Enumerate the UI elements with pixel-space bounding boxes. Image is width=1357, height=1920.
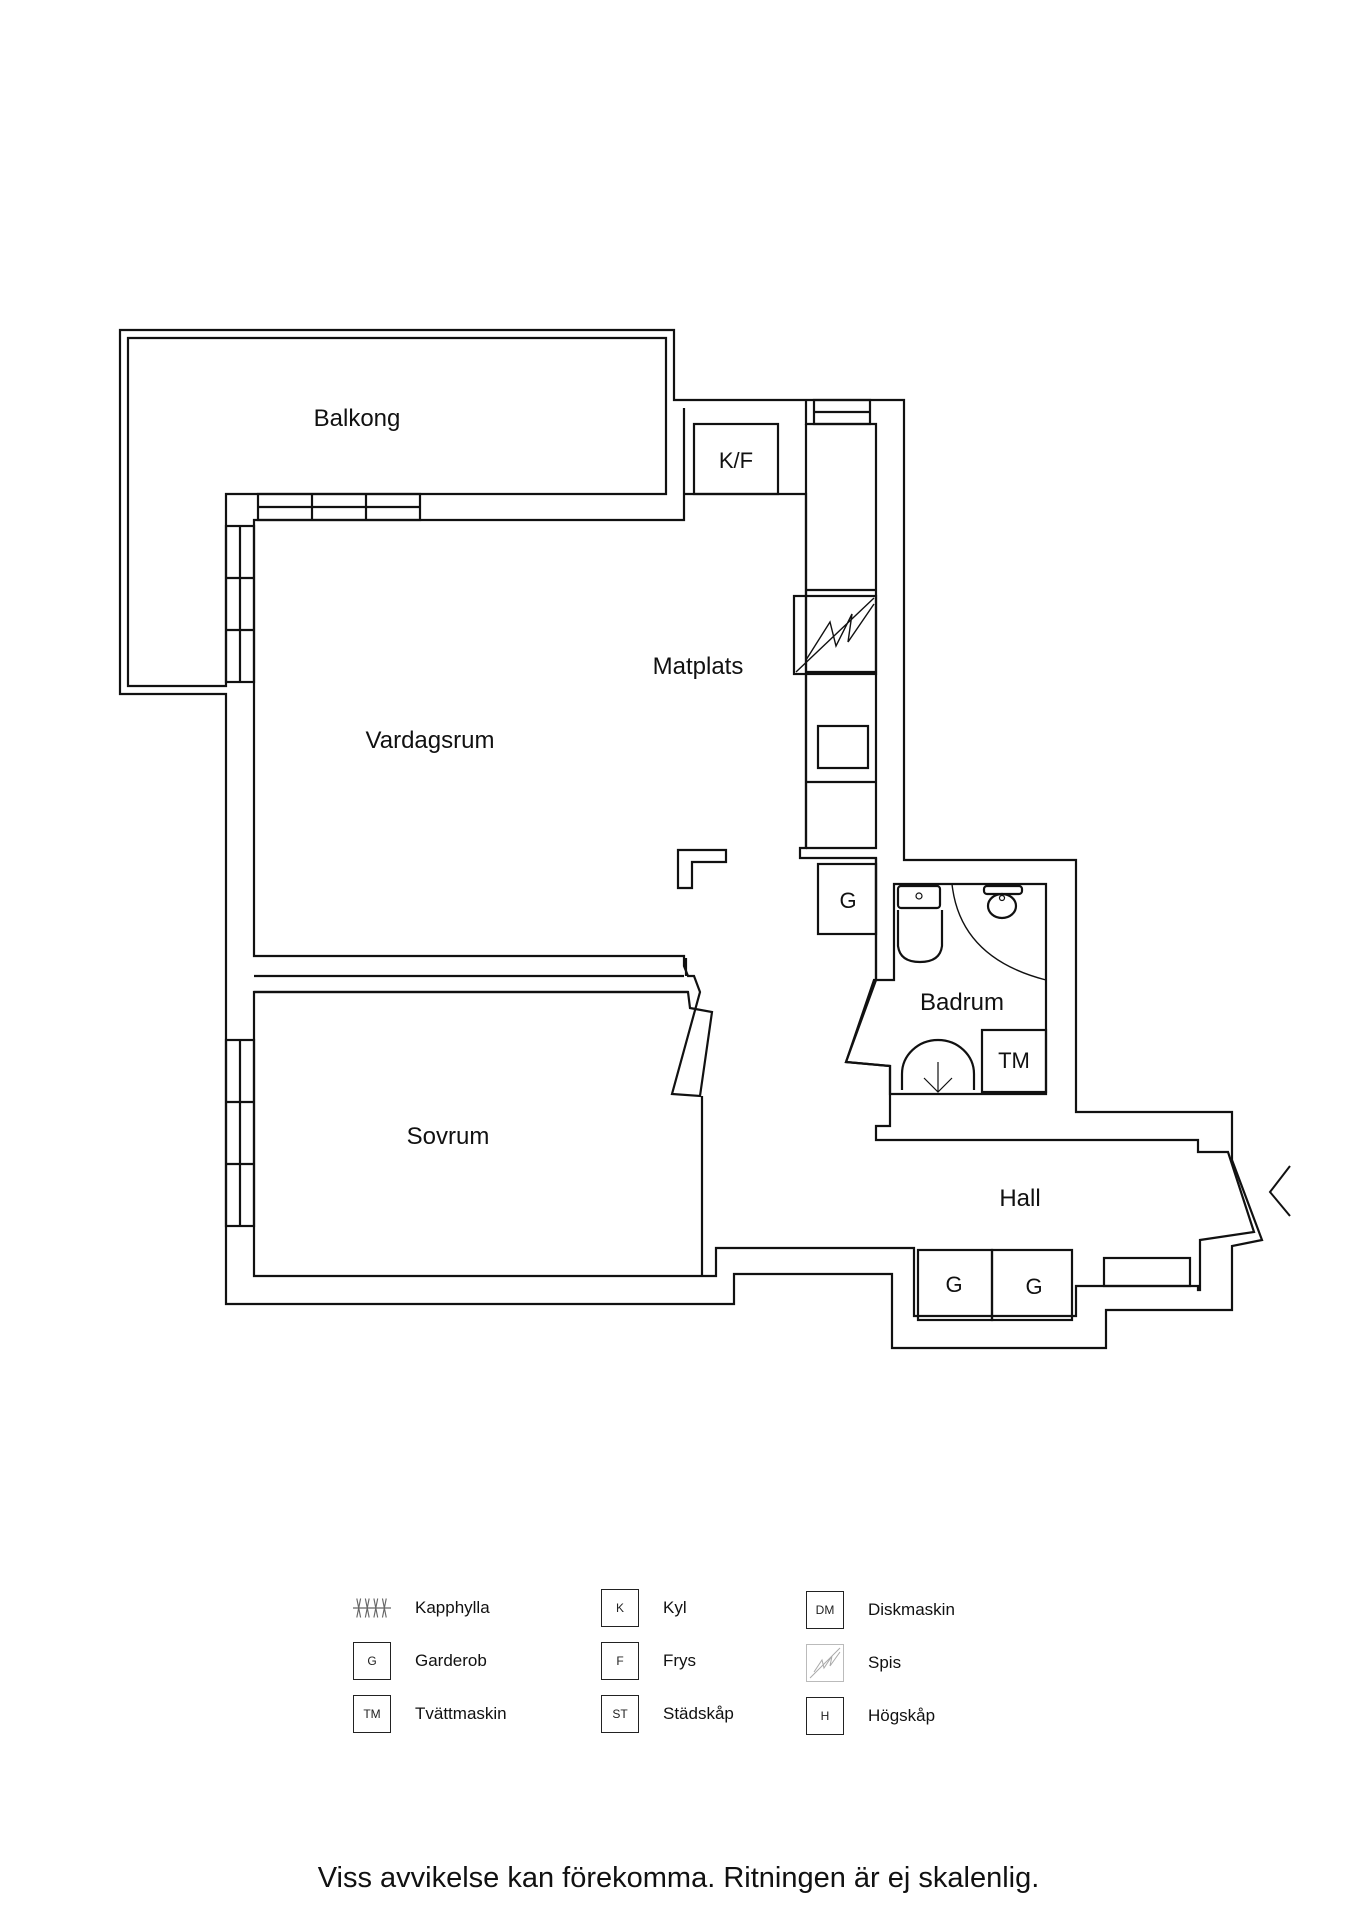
balcony-label: Balkong [314, 405, 401, 432]
bathroom-outline [844, 858, 1048, 1096]
wardrobe-label-hall-1: G [945, 1272, 962, 1297]
stove [792, 594, 878, 676]
legend-code: ST [601, 1695, 639, 1733]
fridge-freezer-box [692, 422, 780, 496]
disclaimer-text: Viss avvikelse kan förekomma. Ritningen … [317, 1862, 1040, 1894]
legend-item-wardrobe: G Garderob [353, 1641, 487, 1681]
legend-label: Diskmaskin [868, 1600, 955, 1619]
legend-item-dishwasher: DM Diskmaskin [806, 1590, 955, 1630]
kitchen-counter [804, 400, 878, 850]
washing-machine-box [980, 1028, 1048, 1094]
balcony-inner [126, 336, 668, 688]
legend-item-coat-rack: Kapphylla [353, 1588, 490, 1628]
legend-label: Garderob [415, 1651, 487, 1670]
legend-item-stove: Spis [806, 1643, 901, 1683]
hall-label: Hall [999, 1185, 1040, 1212]
living-room-label: Vardagsrum [366, 727, 495, 754]
bedroom-label: Sovrum [407, 1123, 490, 1150]
sink [816, 724, 870, 770]
fridge-freezer-label: K/F [719, 448, 753, 473]
legend-label: Spis [868, 1653, 902, 1672]
legend-code: F [601, 1642, 639, 1680]
legend-code: K [601, 1589, 639, 1627]
entrance-door [1268, 1165, 1291, 1217]
legend-label: Städskåp [663, 1704, 734, 1723]
legend-label: Högskåp [868, 1706, 936, 1725]
wardrobe-label-hall-2: G [1025, 1274, 1042, 1299]
legend-item-tall-cabinet: H Högskåp [806, 1696, 935, 1736]
legend-code: DM [806, 1591, 844, 1629]
balcony-outline [118, 328, 1264, 1350]
legend-item-washing-machine: TM Tvättmaskin [353, 1694, 507, 1734]
legend-label: Frys [663, 1651, 697, 1670]
coat-rack-icon [353, 1589, 391, 1627]
legend-label: Kapphylla [415, 1598, 490, 1617]
legend-item-freezer: F Frys [601, 1641, 696, 1681]
washing-machine-label: TM [998, 1048, 1030, 1073]
wardrobe-hall-2 [990, 1248, 1074, 1322]
stove-icon [806, 1644, 844, 1682]
legend-label: Kyl [663, 1598, 687, 1617]
legend-item-cleaning-closet: ST Städskåp [601, 1694, 734, 1734]
bathroom-label: Badrum [920, 989, 1004, 1016]
legend-item-fridge: K Kyl [601, 1588, 687, 1628]
inner-wall [252, 408, 1256, 1318]
legend-label: Tvättmaskin [415, 1704, 507, 1723]
dining-label: Matplats [653, 653, 744, 680]
wardrobe-label-kitchen: G [839, 888, 856, 913]
legend-code: H [806, 1697, 844, 1735]
legend-code: TM [353, 1695, 391, 1733]
legend-code: G [353, 1642, 391, 1680]
